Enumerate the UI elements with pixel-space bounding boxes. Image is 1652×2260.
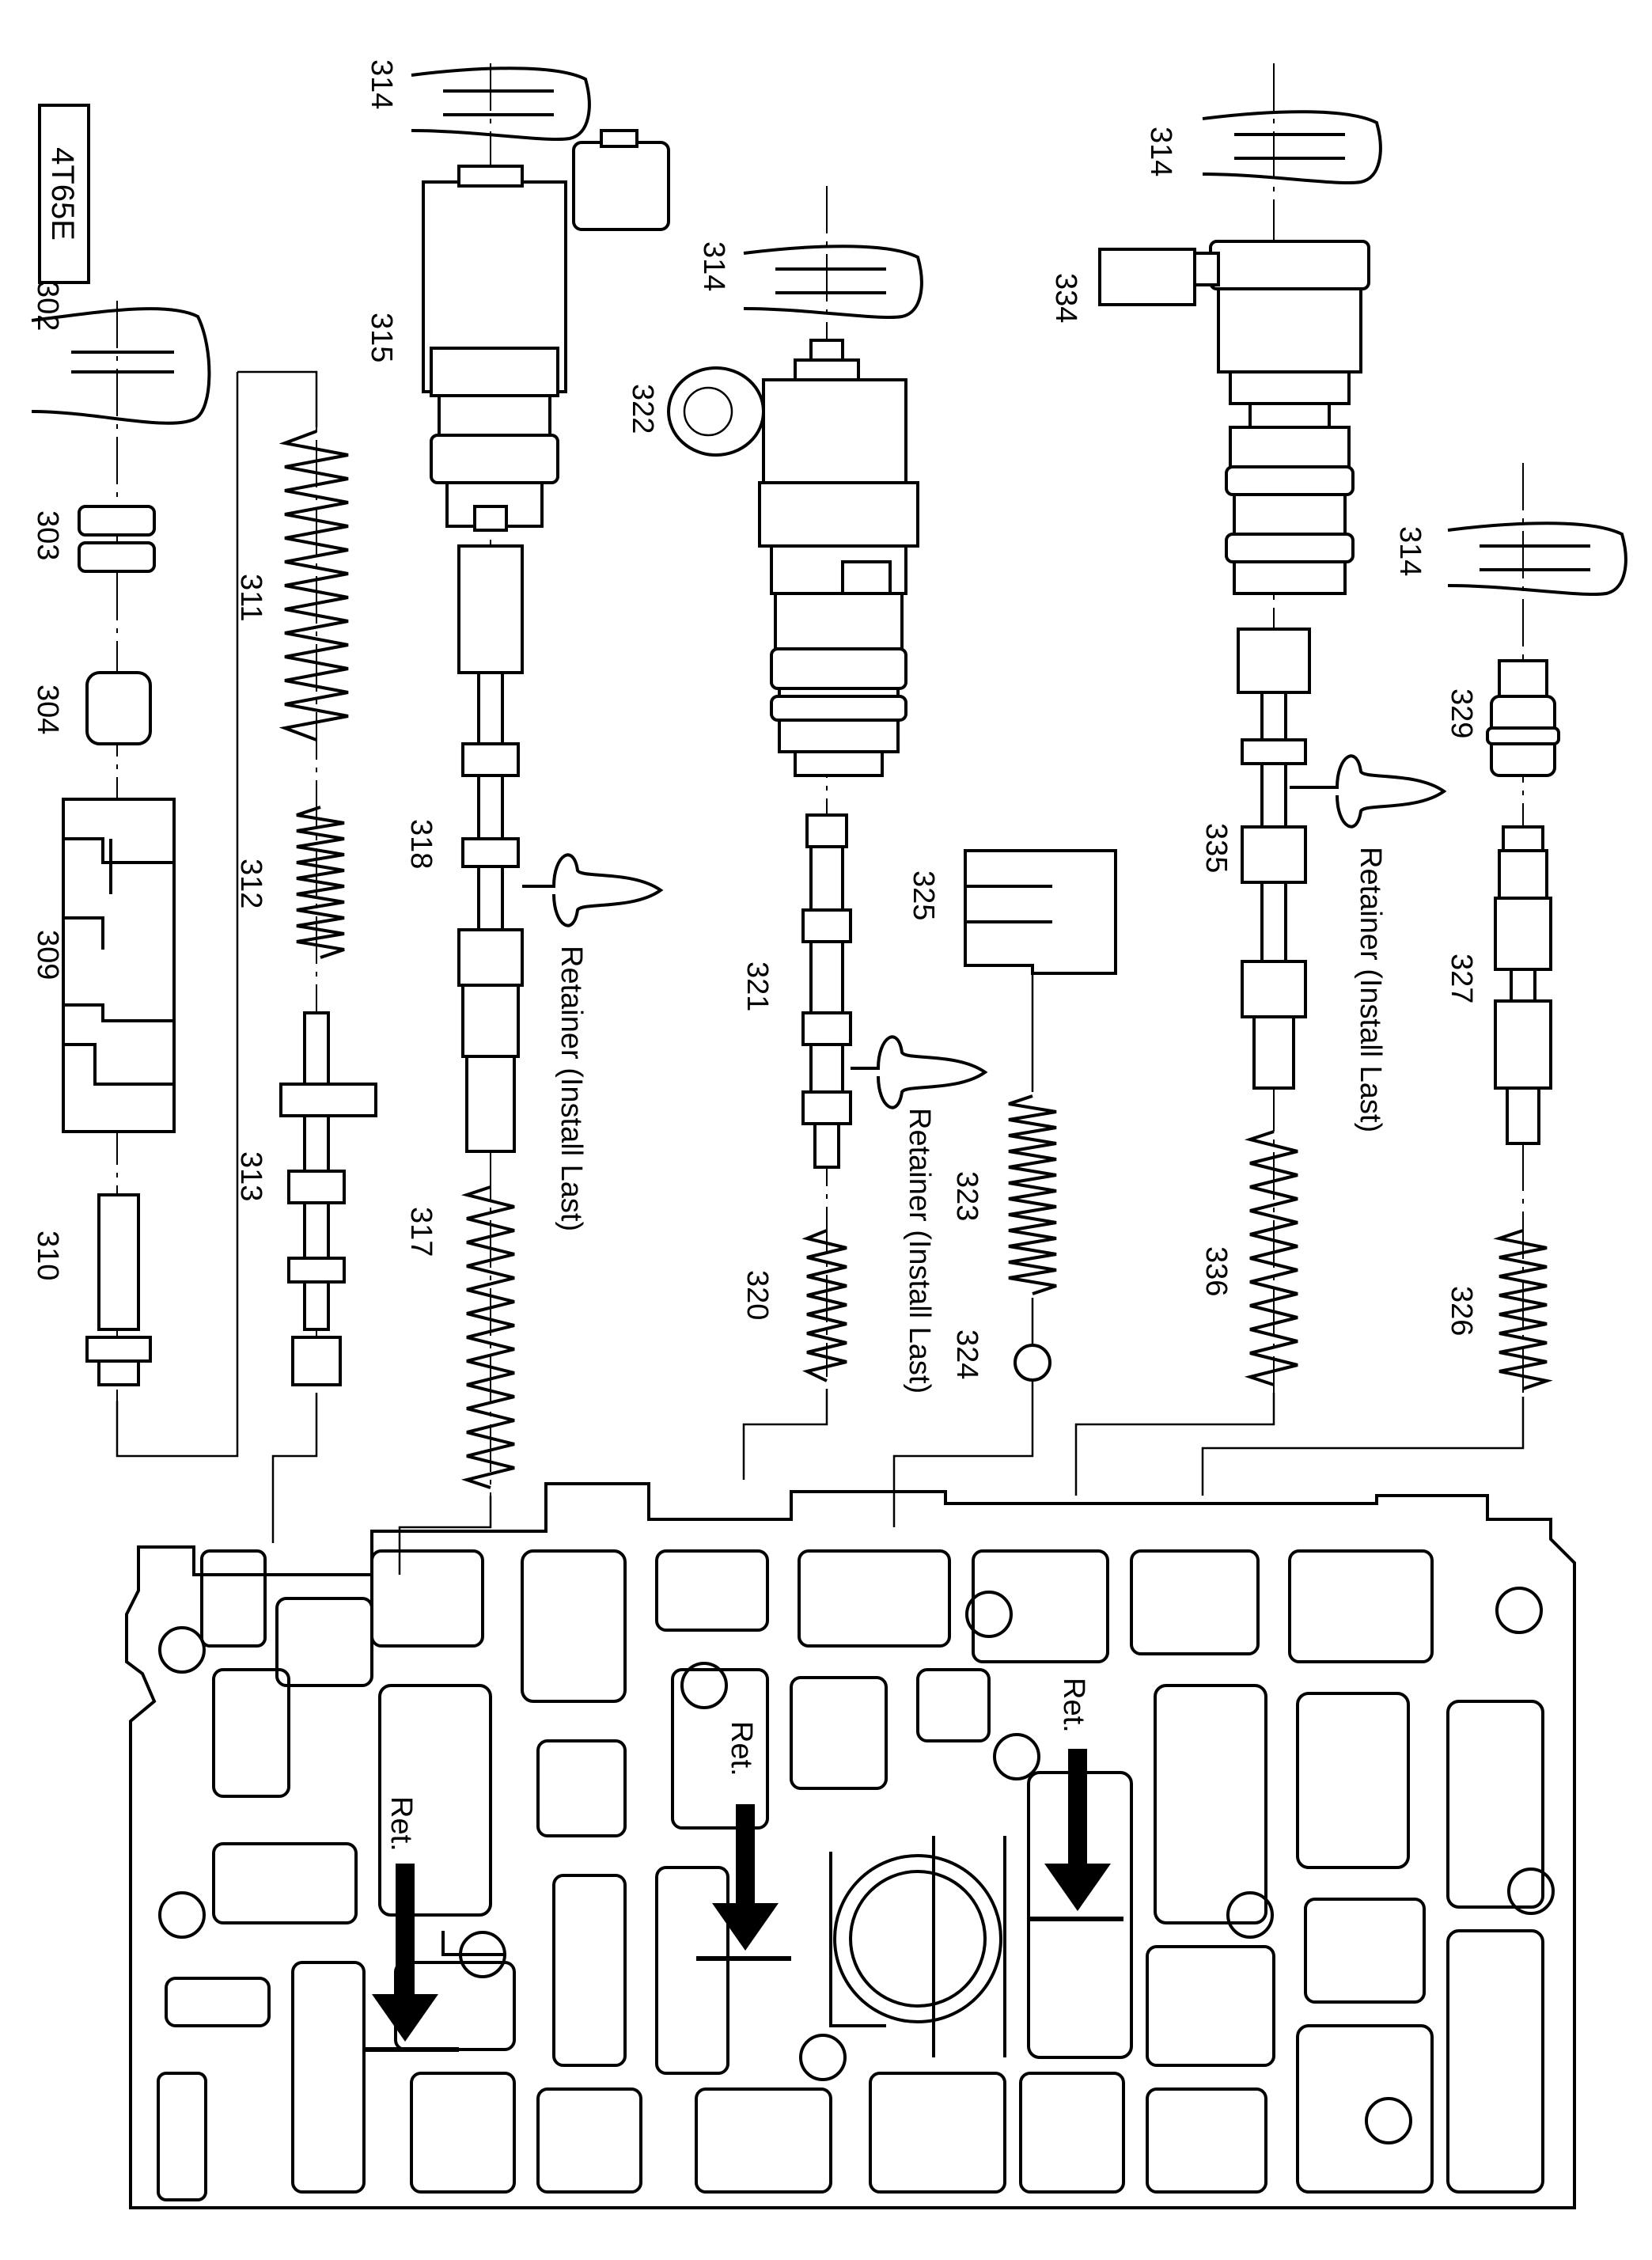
part-303b — [78, 541, 156, 573]
retainer-clip-335 — [1290, 754, 1447, 829]
solenoid-334 — [1209, 240, 1370, 290]
clip-314-d — [1447, 521, 1627, 597]
large-bore — [833, 1854, 1002, 2023]
retainer-label-321: Retainer (Install Last) — [903, 1108, 936, 1394]
label-335: 335 — [1199, 823, 1233, 873]
part-325 — [964, 849, 1117, 975]
label-329: 329 — [1445, 688, 1478, 738]
bolt-hole — [1226, 1891, 1274, 1939]
label-322: 322 — [626, 384, 659, 434]
ret-arrow-1 — [364, 1864, 459, 2052]
ret-label-3: Ret. — [1057, 1678, 1090, 1733]
transmission-code: 4T65E — [45, 147, 80, 241]
valve-body-casting — [125, 1482, 1576, 2209]
label-336: 336 — [1199, 1246, 1233, 1296]
part-309 — [62, 798, 176, 1133]
label-323: 323 — [950, 1171, 983, 1221]
spring-311 — [278, 430, 349, 741]
spring-326 — [1493, 1229, 1553, 1390]
label-314-a: 314 — [365, 59, 398, 109]
valve-body-passages — [157, 1549, 1544, 2201]
bolt-hole — [965, 1591, 1013, 1638]
valve-327 — [1502, 825, 1544, 852]
valve-335 — [1237, 628, 1311, 694]
valve-train-320-322 — [667, 186, 988, 1480]
clip-302 — [31, 307, 211, 425]
label-324: 324 — [950, 1329, 983, 1379]
retainer-label-335: Retainer (Install Last) — [1354, 847, 1387, 1132]
part-329 — [1498, 659, 1548, 698]
label-314-b: 314 — [697, 241, 730, 291]
spring-317 — [460, 1185, 515, 1489]
label-334: 334 — [1049, 273, 1082, 323]
bolt-hole — [1507, 1868, 1555, 1915]
bolt-hole — [993, 1733, 1040, 1780]
valve-train-323-325 — [892, 849, 1117, 1527]
spring-312 — [296, 806, 345, 959]
clip-314-c — [1202, 110, 1382, 185]
valve-train-302-310 — [31, 301, 318, 1458]
ball-324 — [1014, 1344, 1051, 1382]
part-labels: 314 315 302 303 304 309 310 311 312 313 … — [31, 59, 1478, 1852]
spring-320 — [801, 1229, 847, 1382]
part-304 — [85, 671, 152, 745]
bolt-hole — [158, 1626, 206, 1674]
valve-body-outline — [125, 1482, 1576, 2209]
label-315: 315 — [365, 313, 398, 362]
transmission-code-box: 4T65E — [38, 104, 90, 284]
label-302: 302 — [31, 281, 64, 331]
retainer-label-318: Retainer (Install Last) — [555, 946, 588, 1231]
label-314-c: 314 — [1144, 127, 1177, 176]
part-303 — [78, 505, 156, 537]
label-326: 326 — [1445, 1286, 1478, 1336]
label-313: 313 — [234, 1151, 267, 1201]
bolt-hole — [799, 2034, 847, 2081]
label-325: 325 — [907, 870, 940, 920]
clip-314-b — [743, 245, 923, 320]
ret-arrow-2 — [696, 1804, 791, 1961]
valve-train-311-313 — [271, 372, 377, 1543]
clip-314-a — [411, 66, 591, 142]
valve-train-315-318 — [398, 63, 670, 1575]
valve-train-326-329 — [1201, 463, 1627, 1496]
bolt-hole — [1365, 2097, 1412, 2144]
label-320: 320 — [741, 1270, 774, 1320]
solenoid-322 — [762, 378, 907, 484]
label-304: 304 — [31, 684, 64, 734]
label-312: 312 — [234, 859, 267, 908]
bolt-hole — [680, 1662, 728, 1709]
label-321: 321 — [741, 961, 774, 1011]
large-bore-inner — [849, 1870, 987, 2008]
ret-label-2: Ret. — [725, 1721, 758, 1777]
label-310: 310 — [31, 1230, 64, 1280]
bolt-hole — [158, 1891, 206, 1939]
label-327: 327 — [1445, 954, 1478, 1003]
ret-label-1: Ret. — [385, 1796, 418, 1852]
label-317: 317 — [404, 1207, 438, 1257]
valve-321 — [805, 813, 848, 848]
bolt-hole — [1495, 1587, 1543, 1634]
spring-323 — [1008, 1094, 1057, 1295]
label-318: 318 — [404, 819, 438, 869]
spring-336 — [1244, 1130, 1298, 1386]
retainer-clip-318 — [522, 853, 664, 927]
bolt-hole — [459, 1931, 506, 1978]
label-309: 309 — [31, 930, 64, 980]
label-311: 311 — [234, 574, 267, 622]
label-303: 303 — [31, 510, 64, 560]
valve-train-334-336 — [1074, 63, 1447, 1496]
label-314-d: 314 — [1393, 526, 1427, 576]
part-313 — [303, 1011, 330, 1086]
part-310 — [97, 1193, 140, 1331]
retainer-clip-321 — [851, 1035, 988, 1109]
ret-arrow-3 — [1029, 1749, 1123, 1921]
valve-318 — [457, 544, 524, 674]
